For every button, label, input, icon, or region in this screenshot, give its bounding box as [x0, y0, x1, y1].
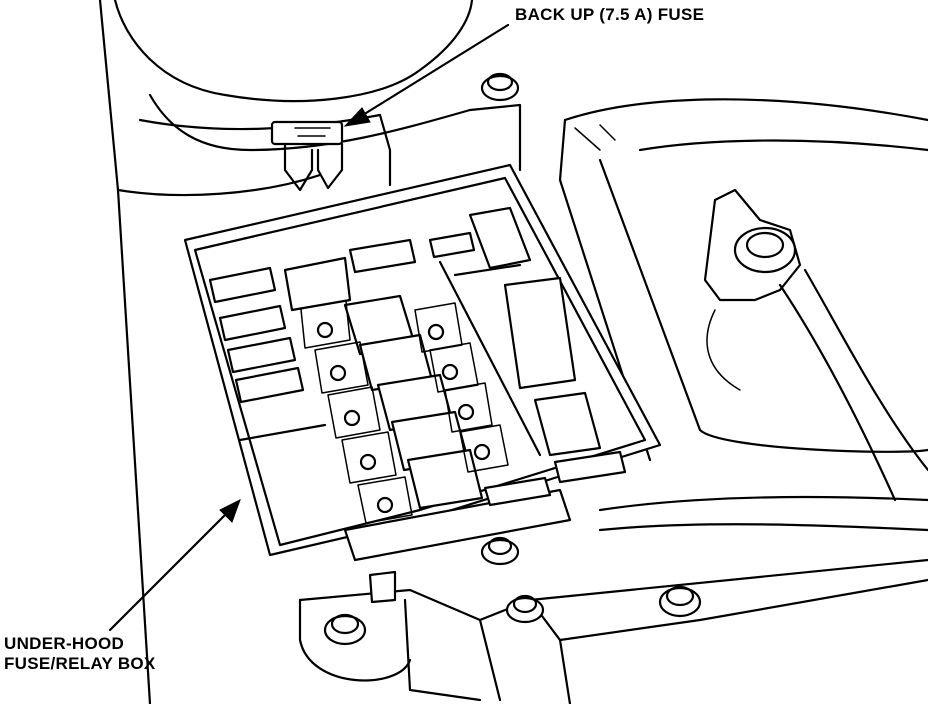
bracket-bolts	[323, 536, 702, 646]
mount-bolt	[480, 72, 520, 102]
lower-bracket	[298, 495, 928, 704]
relays	[343, 206, 602, 510]
box-connector	[343, 450, 627, 604]
underhood-label-line1: UNDER-HOOD	[4, 634, 125, 653]
underhood-box-label: UNDER-HOOD FUSE/RELAY BOX	[4, 634, 156, 674]
battery	[558, 98, 928, 462]
backup-fuse-label: BACK UP (7.5 A) FUSE	[515, 5, 705, 24]
underhood-box-arrow	[108, 498, 241, 632]
fuse-slots	[299, 291, 509, 524]
body-panel-outline	[98, 0, 522, 704]
underhood-label-line2: FUSE/RELAY BOX	[4, 654, 156, 673]
battery-terminal	[703, 188, 928, 502]
mini-fuses	[208, 231, 476, 404]
backup-fuse	[270, 120, 344, 192]
backup-fuse-arrow	[343, 23, 510, 127]
